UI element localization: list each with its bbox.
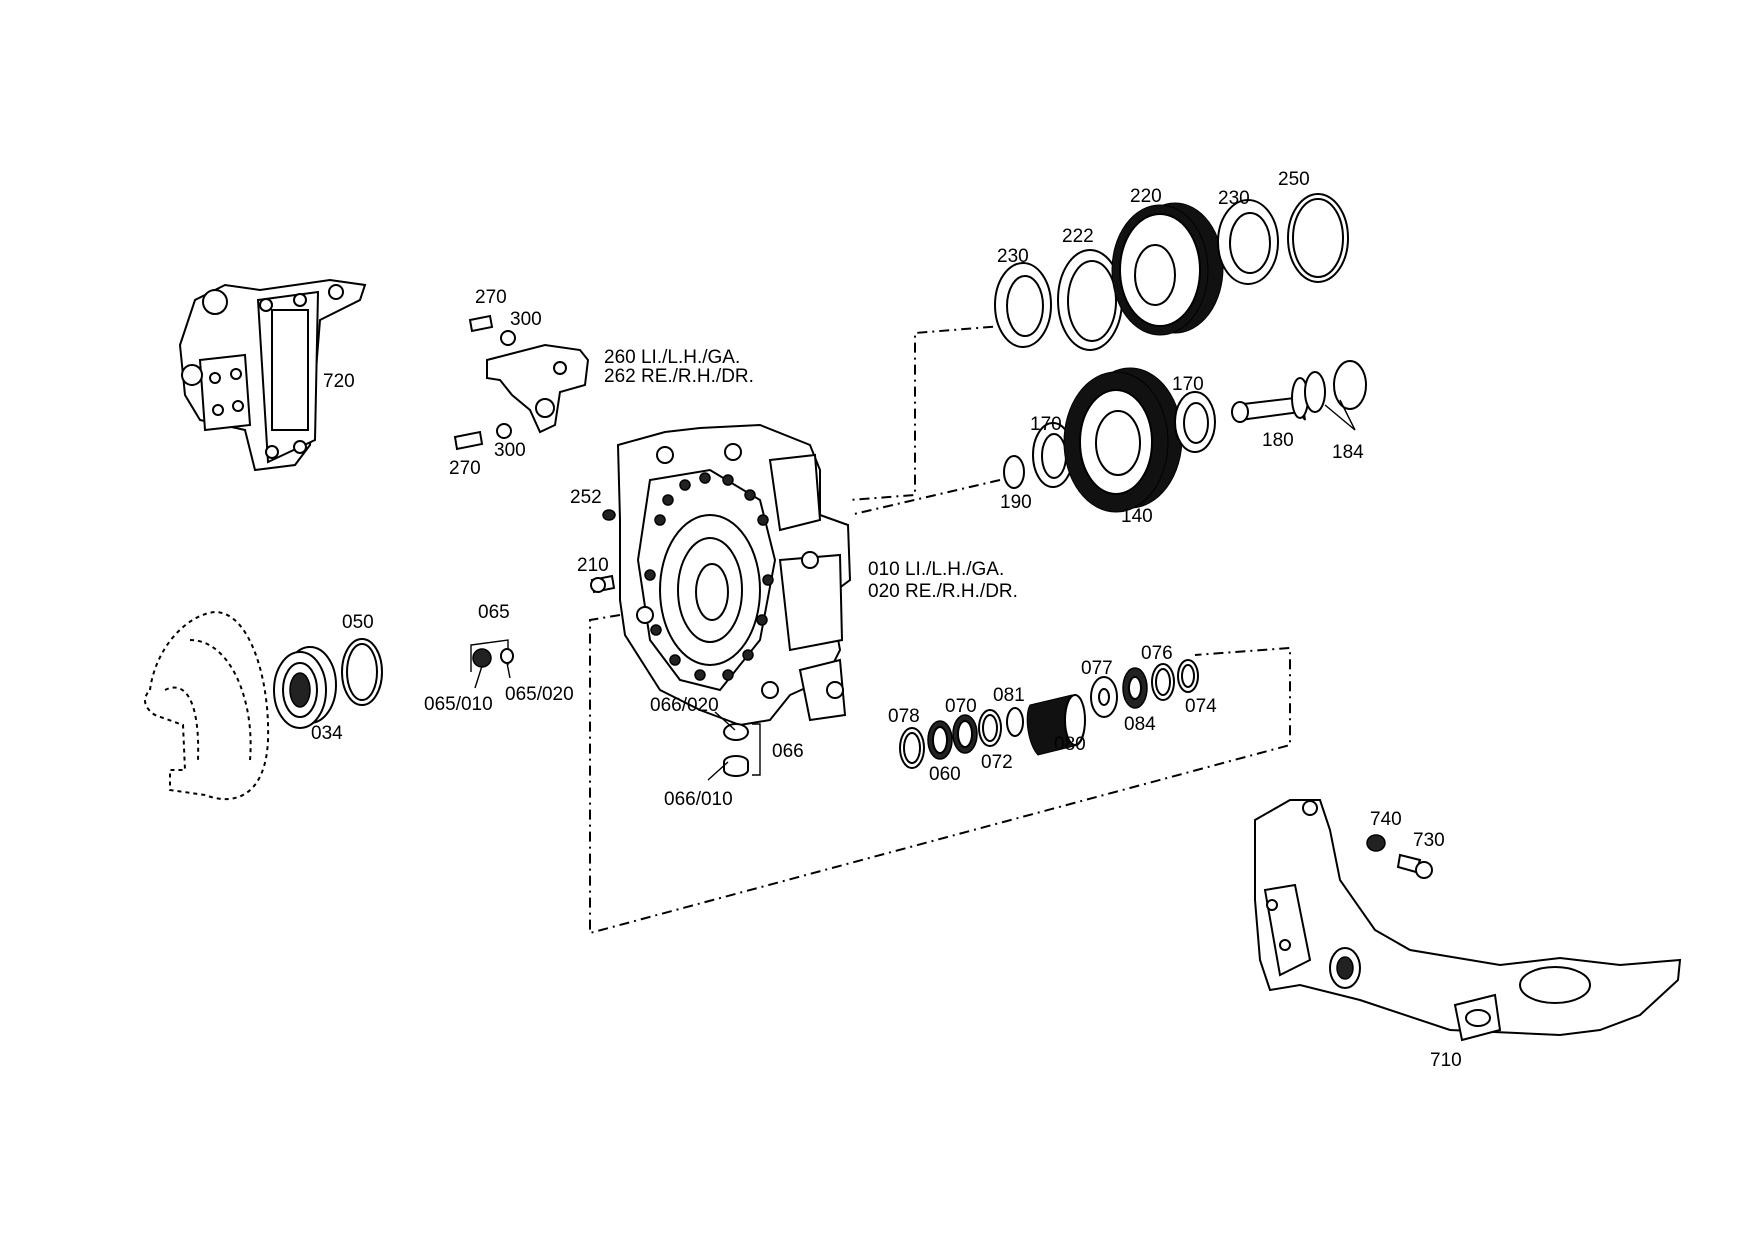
label-065: 065 bbox=[478, 602, 510, 623]
group-065 bbox=[470, 639, 514, 689]
label-250: 250 bbox=[1278, 169, 1310, 190]
label-070: 070 bbox=[945, 696, 977, 717]
spline-080 bbox=[1026, 694, 1086, 756]
bracket-720 bbox=[178, 278, 367, 472]
ring-081 bbox=[1006, 707, 1024, 737]
part-labels: 720 270 300 260 LI./L.H./GA. 262 RE./R.H… bbox=[311, 169, 1462, 1071]
label-190: 190 bbox=[1000, 492, 1032, 513]
gear-140 bbox=[1063, 367, 1183, 513]
label-230-left: 230 bbox=[997, 246, 1029, 267]
label-300-bottom: 300 bbox=[494, 440, 526, 461]
label-080: 080 bbox=[1054, 734, 1086, 755]
label-300-top: 300 bbox=[510, 309, 542, 330]
ring-250 bbox=[1287, 193, 1349, 283]
ghost-hub bbox=[144, 610, 270, 801]
assembly-guide-lines bbox=[589, 324, 1291, 935]
label-222: 222 bbox=[1062, 226, 1094, 247]
label-066-020: 066/020 bbox=[650, 695, 719, 716]
label-065-020: 065/020 bbox=[505, 684, 574, 705]
label-065-010: 065/010 bbox=[424, 694, 493, 715]
label-140: 140 bbox=[1121, 506, 1153, 527]
rings-184 bbox=[1304, 360, 1367, 413]
spacer-222 bbox=[1057, 249, 1123, 351]
shaft-180 bbox=[1231, 377, 1309, 423]
label-081: 081 bbox=[993, 685, 1025, 706]
ring-076 bbox=[1151, 663, 1175, 701]
ring-050 bbox=[341, 638, 383, 706]
label-074: 074 bbox=[1185, 696, 1217, 717]
label-710: 710 bbox=[1430, 1050, 1462, 1071]
label-170-left: 170 bbox=[1030, 414, 1062, 435]
ring-077 bbox=[1090, 676, 1118, 718]
label-262: 262 RE./R.H./DR. bbox=[604, 366, 754, 387]
label-210: 210 bbox=[577, 555, 609, 576]
screw-210 bbox=[590, 574, 616, 594]
label-078: 078 bbox=[888, 706, 920, 727]
label-010: 010 LI./L.H./GA. bbox=[868, 559, 1004, 580]
bearing-230-right bbox=[1217, 199, 1279, 285]
label-077: 077 bbox=[1081, 658, 1113, 679]
label-720: 720 bbox=[323, 371, 355, 392]
label-084: 084 bbox=[1124, 714, 1156, 735]
label-220: 220 bbox=[1130, 186, 1162, 207]
label-730: 730 bbox=[1413, 830, 1445, 851]
screw-252 bbox=[602, 509, 616, 521]
label-184: 184 bbox=[1332, 442, 1364, 463]
label-060: 060 bbox=[929, 764, 961, 785]
bearing-034 bbox=[273, 646, 337, 729]
label-066-010: 066/010 bbox=[664, 789, 733, 810]
label-034: 034 bbox=[311, 723, 343, 744]
ring-074 bbox=[1177, 659, 1199, 693]
bolt-730 bbox=[1396, 853, 1433, 879]
gear-220 bbox=[1111, 202, 1224, 336]
ring-072 bbox=[978, 709, 1002, 747]
ring-070 bbox=[952, 714, 978, 754]
label-020: 020 RE./R.H./DR. bbox=[868, 581, 1018, 602]
bearing-230-left bbox=[994, 262, 1052, 348]
bearing-170-right bbox=[1174, 391, 1216, 453]
ring-084 bbox=[1122, 667, 1148, 709]
arm-710 bbox=[1254, 799, 1682, 1042]
label-230-right: 230 bbox=[1218, 188, 1250, 209]
ring-060 bbox=[927, 720, 953, 760]
group-066 bbox=[707, 711, 761, 781]
ring-190 bbox=[1003, 455, 1025, 489]
label-270-top: 270 bbox=[475, 287, 507, 308]
bracket-260-262 bbox=[453, 314, 590, 451]
label-260: 260 LI./L.H./GA. bbox=[604, 347, 740, 368]
main-housing bbox=[616, 423, 852, 727]
label-072: 072 bbox=[981, 752, 1013, 773]
label-252: 252 bbox=[570, 487, 602, 508]
label-180: 180 bbox=[1262, 430, 1294, 451]
label-076: 076 bbox=[1141, 643, 1173, 664]
label-170-right: 170 bbox=[1172, 374, 1204, 395]
bearing-170-left bbox=[1032, 422, 1074, 488]
leader-184 bbox=[1324, 399, 1356, 431]
ring-078 bbox=[899, 727, 925, 769]
label-050: 050 bbox=[342, 612, 374, 633]
label-066: 066 bbox=[772, 741, 804, 762]
label-740: 740 bbox=[1370, 809, 1402, 830]
housing-teeth bbox=[644, 472, 774, 681]
washer-740 bbox=[1366, 834, 1386, 852]
label-270-bottom: 270 bbox=[449, 458, 481, 479]
